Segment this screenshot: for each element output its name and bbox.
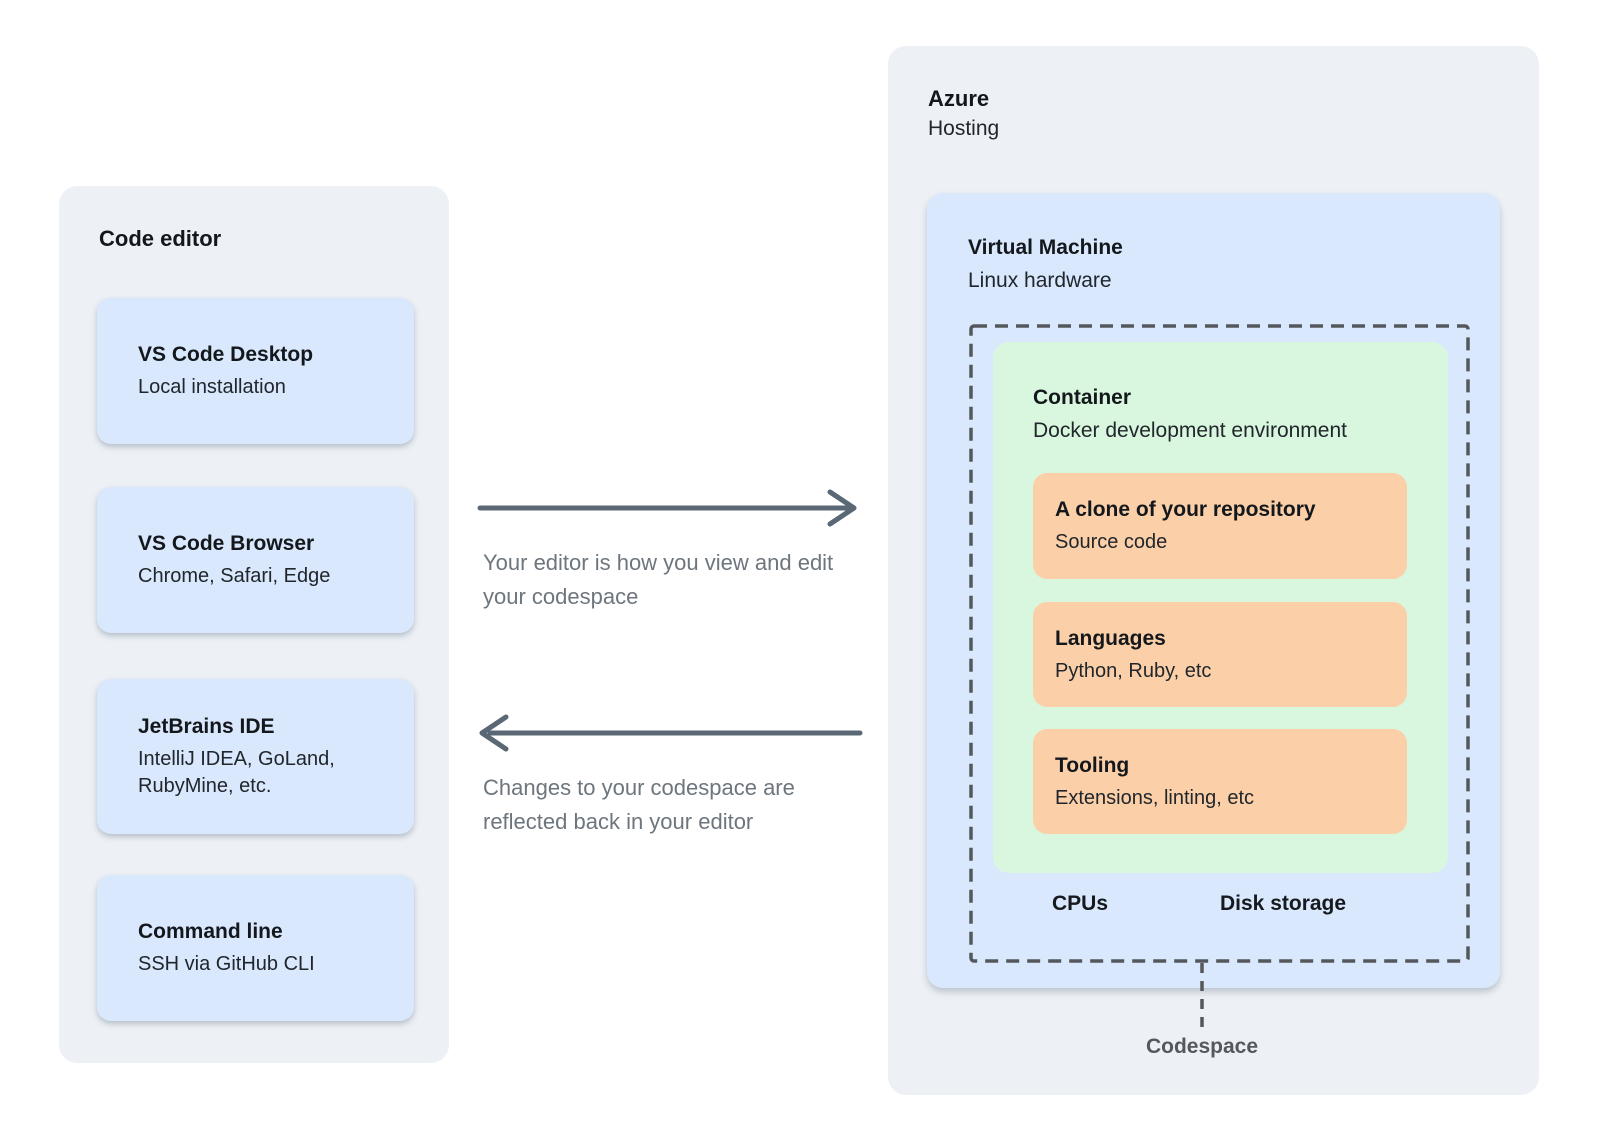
jetbrains-ide-box: JetBrains IDE IntelliJ IDEA, GoLand, Rub… xyxy=(97,679,414,834)
azure-panel-subtitle: Hosting xyxy=(928,117,1000,140)
arrow-left-icon xyxy=(479,714,863,752)
vscode-desktop-subtitle: Local installation xyxy=(138,376,286,398)
vscode-desktop-box: VS Code Desktop Local installation xyxy=(97,298,414,444)
container-box: Container Docker development environment… xyxy=(993,342,1448,873)
languages-subtitle: Python, Ruby, etc xyxy=(1055,659,1212,682)
vscode-browser-box: VS Code Browser Chrome, Safari, Edge xyxy=(97,487,414,633)
container-heading: Container Docker development environment xyxy=(1033,381,1347,447)
vscode-browser-title: VS Code Browser xyxy=(138,532,315,555)
vscode-desktop-title: VS Code Desktop xyxy=(138,343,314,366)
command-line-box: Command line SSH via GitHub CLI xyxy=(97,875,414,1021)
azure-panel-title: Azure xyxy=(928,86,990,111)
tooling-title: Tooling xyxy=(1055,753,1130,777)
codespace-connector-line xyxy=(1200,963,1204,1031)
container-title: Container xyxy=(1033,386,1132,409)
tooling-subtitle: Extensions, linting, etc xyxy=(1055,786,1254,809)
tooling-box: Tooling Extensions, linting, etc xyxy=(1033,729,1407,834)
jetbrains-ide-subtitle: IntelliJ IDEA, GoLand, RubyMine, etc. xyxy=(138,748,335,797)
repository-clone-title: A clone of your repository xyxy=(1055,498,1316,521)
virtual-machine-box: Virtual Machine Linux hardware Container… xyxy=(927,193,1500,988)
flow-label-editor-to-azure: Your editor is how you view and edit you… xyxy=(483,550,834,609)
arrow-right-icon xyxy=(477,489,857,527)
virtual-machine-title: Virtual Machine xyxy=(968,236,1123,259)
code-editor-panel-title: Code editor xyxy=(99,226,222,251)
codespace-label: Codespace xyxy=(1145,1035,1259,1058)
azure-panel: Azure Hosting Virtual Machine Linux hard… xyxy=(888,46,1539,1095)
virtual-machine-subtitle: Linux hardware xyxy=(968,269,1112,292)
azure-panel-heading: Azure Hosting xyxy=(928,84,999,144)
jetbrains-ide-title: JetBrains IDE xyxy=(138,715,275,738)
languages-title: Languages xyxy=(1055,626,1166,650)
vscode-browser-subtitle: Chrome, Safari, Edge xyxy=(138,565,331,587)
command-line-subtitle: SSH via GitHub CLI xyxy=(138,953,315,975)
container-subtitle: Docker development environment xyxy=(1033,419,1347,442)
repository-clone-box: A clone of your repository Source code xyxy=(1033,473,1407,579)
cpus-label: CPUs xyxy=(1052,892,1109,915)
repository-clone-subtitle: Source code xyxy=(1055,531,1168,553)
codespace-dashed-border xyxy=(969,324,1470,963)
disk-storage-label: Disk storage xyxy=(1220,892,1347,915)
virtual-machine-heading: Virtual Machine Linux hardware xyxy=(968,231,1123,297)
flow-label-azure-to-editor: Changes to your codespace are reflected … xyxy=(483,775,795,834)
command-line-title: Command line xyxy=(138,920,283,943)
languages-box: Languages Python, Ruby, etc xyxy=(1033,602,1407,707)
code-editor-panel: Code editor VS Code Desktop Local instal… xyxy=(59,186,449,1063)
